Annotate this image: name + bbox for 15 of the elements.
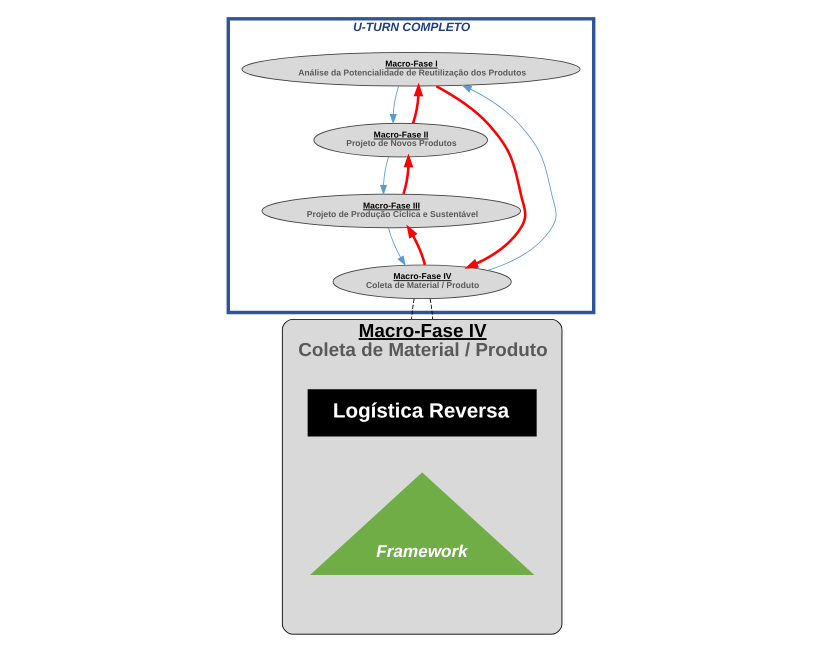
connector bbox=[411, 298, 415, 320]
arrow bbox=[402, 153, 414, 194]
arrow bbox=[406, 224, 426, 266]
arrow bbox=[436, 85, 527, 269]
connector bbox=[430, 298, 434, 320]
node-ellipse: Macro-Fase III Projeto de Produção Cíclica e Sustentável bbox=[262, 194, 521, 228]
node-ellipse: Macro-Fase IV Coleta de Material / Produto bbox=[332, 264, 512, 300]
arrow bbox=[380, 156, 389, 196]
arrow bbox=[388, 228, 406, 266]
node-box: Logística Reversa bbox=[308, 389, 537, 436]
arrow bbox=[412, 82, 424, 124]
arrow bbox=[390, 86, 399, 124]
node-ellipse: Macro-Fase I Análise da Potencialidade de Reutilização dos Produtos bbox=[242, 52, 580, 86]
arrow bbox=[461, 84, 557, 271]
node-ellipse: Macro-Fase II Projeto de Novos Produtos bbox=[313, 122, 488, 158]
